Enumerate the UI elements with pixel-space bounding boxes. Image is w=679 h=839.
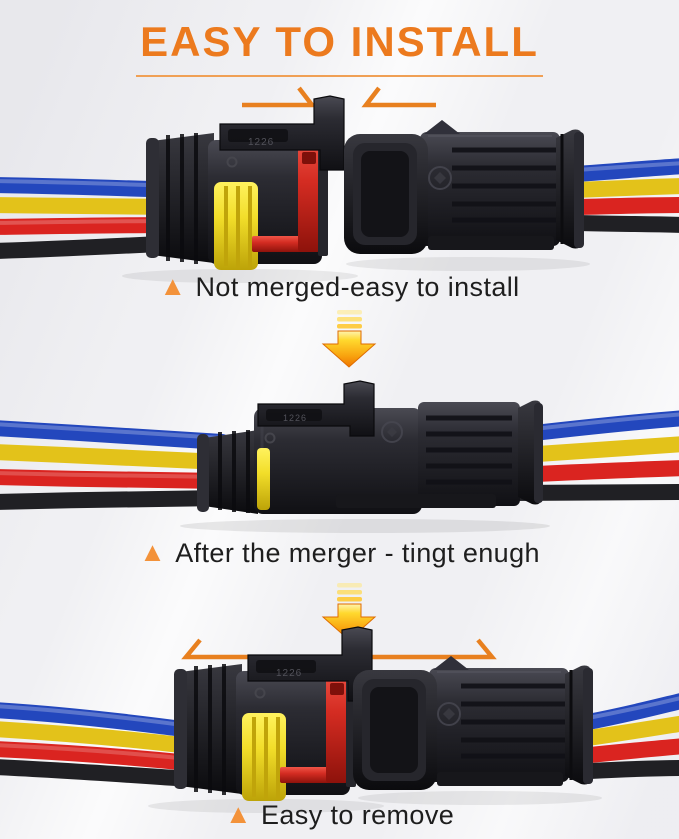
stage-3-illustration [0, 626, 679, 813]
page-title: EASY TO INSTALL [0, 18, 679, 77]
stage-1-illustration [0, 86, 679, 283]
emphasis-mark-right [368, 638, 497, 660]
wires-right [568, 158, 679, 233]
stage-1-not-merged [0, 86, 679, 286]
emphasis-mark-left [242, 86, 317, 108]
female-connector [144, 94, 346, 272]
female-connector [172, 626, 374, 803]
caption-step-2: ▲ After the merger - tingt enugh [0, 536, 679, 570]
triangle-bullet-icon: ▲ [139, 536, 167, 567]
wires-left [0, 420, 230, 510]
wires-left [0, 702, 198, 787]
stage-2-merged: 1226 [0, 380, 679, 538]
male-connector [353, 656, 593, 790]
emphasis-marks [242, 86, 436, 108]
emphasis-mark-right [361, 86, 436, 108]
caption-text: Easy to remove [260, 800, 455, 830]
wires-right [580, 693, 679, 779]
down-arrow-icon [321, 310, 377, 368]
merged-connector: 1226 [197, 380, 543, 514]
caption-step-1: ▲ Not merged-easy to install [0, 270, 679, 304]
title-text: EASY TO INSTALL [136, 18, 543, 77]
caption-step-3: ▲ Easy to remove [0, 798, 679, 832]
stage-3-easy-remove [0, 626, 679, 839]
down-arrow-icon [321, 583, 377, 641]
triangle-bullet-icon: ▲ [159, 270, 187, 301]
stage-2-illustration: 1226 [0, 380, 679, 533]
male-connector [344, 120, 584, 254]
triangle-bullet-icon: ▲ [224, 798, 252, 829]
caption-text: Not merged-easy to install [195, 272, 520, 302]
molded-part-number: 1226 [283, 413, 307, 423]
caption-text: After the merger - tingt enugh [175, 538, 540, 568]
